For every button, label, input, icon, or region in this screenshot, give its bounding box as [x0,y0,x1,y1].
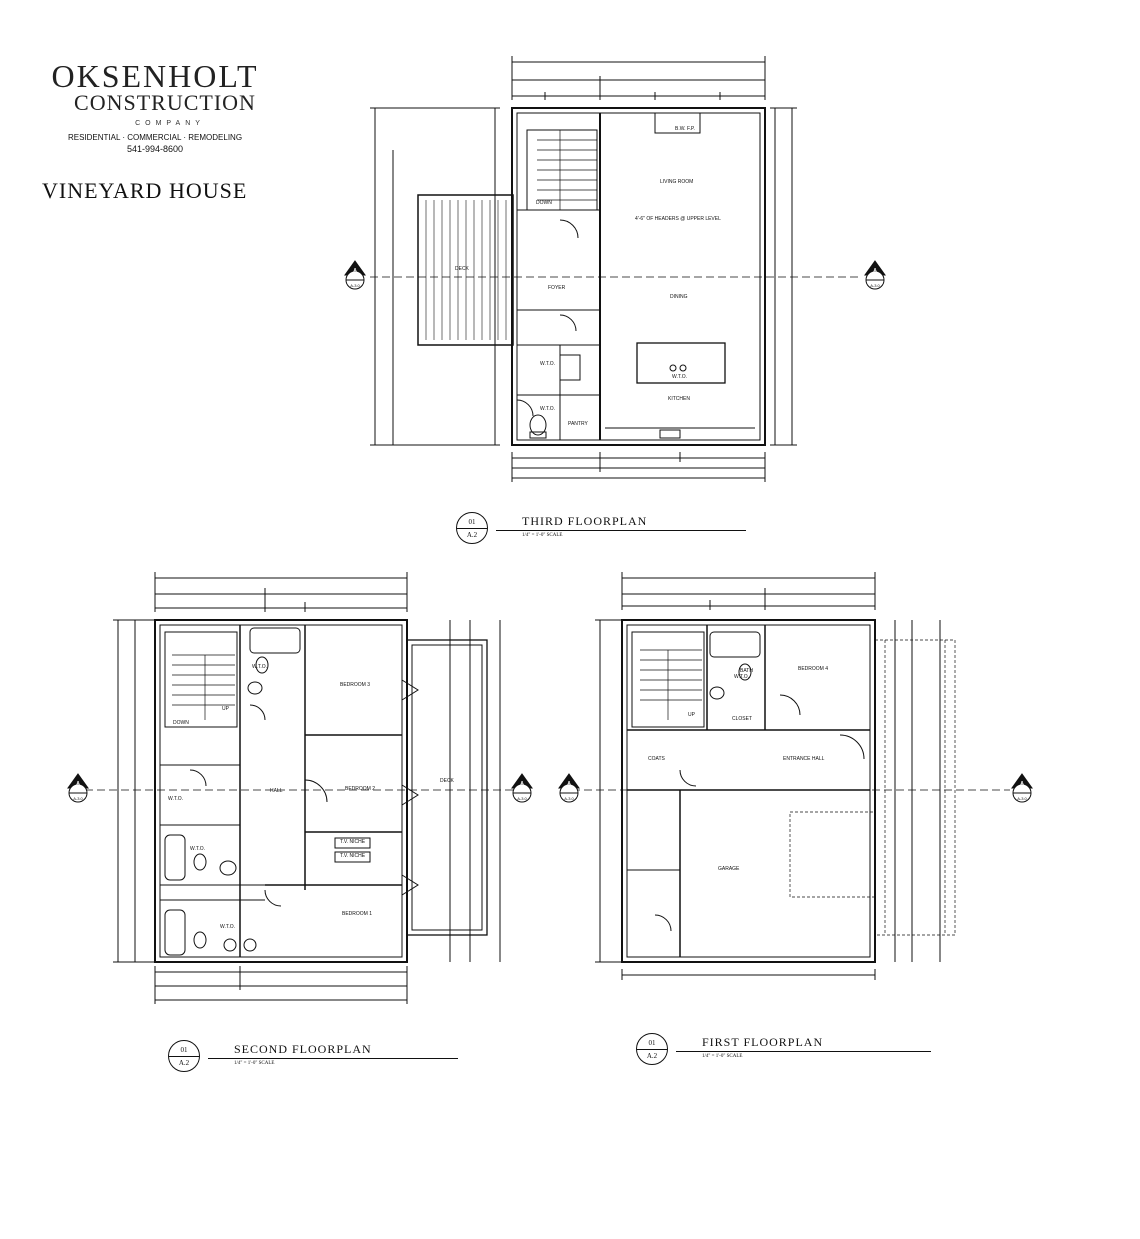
svg-text:W.T.O.: W.T.O. [540,406,555,412]
logo-line-2: CONSTRUCTION [74,90,256,115]
svg-text:B.W. F.P.: B.W. F.P. [675,126,695,132]
svg-text:LIVING ROOM: LIVING ROOM [660,179,693,185]
services-text: RESIDENTIAL · COMMERCIAL · REMODELING [67,133,243,142]
svg-text:BEDROOM 1: BEDROOM 1 [342,911,372,917]
svg-text:DOWN: DOWN [173,720,189,726]
svg-text:A: A [353,268,357,274]
second-floorplan-title: SECOND FLOORPLAN [234,1042,372,1056]
svg-text:UP: UP [222,706,230,712]
svg-text:W.T.O.: W.T.O. [734,674,749,680]
logo-line-3: COMPANY [135,120,205,127]
svg-text:T.V. NICHE: T.V. NICHE [340,839,366,845]
svg-text:A-3.0: A-3.0 [870,283,880,288]
svg-text:PANTRY: PANTRY [568,421,588,427]
svg-text:DECK: DECK [455,266,470,272]
svg-text:A-3.0: A-3.0 [564,796,574,801]
svg-text:ENTRANCE HALL: ENTRANCE HALL [783,756,825,762]
second-detail-number: 01 [180,1046,188,1054]
svg-text:BEDROOM 3: BEDROOM 3 [340,682,370,688]
first-sheet-number: A.2 [646,1052,658,1060]
first-detail-bubble: 01 A.2 [636,1033,668,1065]
svg-text:W.T.O.: W.T.O. [168,796,183,802]
svg-text:BATH: BATH [740,668,753,674]
project-title: VINEYARD HOUSE [42,178,248,203]
first-detail-number: 01 [648,1039,656,1047]
svg-text:BEDROOM 4: BEDROOM 4 [798,666,828,672]
svg-text:A: A [76,781,80,787]
svg-text:A: A [567,781,571,787]
svg-text:W.T.O.: W.T.O. [190,846,205,852]
svg-text:W.T.O.: W.T.O. [672,374,687,380]
third-detail-bubble: 01 A.2 [456,512,488,544]
svg-text:CLOSET: CLOSET [732,716,752,722]
svg-text:BEDROOM 2: BEDROOM 2 [345,786,375,792]
svg-text:GARAGE: GARAGE [718,866,740,872]
svg-text:UP: UP [688,712,696,718]
svg-text:FOYER: FOYER [548,285,566,291]
section-markers [67,260,1033,803]
third-floorplan-title: THIRD FLOORPLAN [522,514,648,528]
svg-text:A-3.0: A-3.0 [73,796,83,801]
third-detail-number: 01 [468,518,476,526]
svg-text:DOWN: DOWN [536,200,552,206]
svg-text:W.T.O.: W.T.O. [540,361,555,367]
svg-text:COATS: COATS [648,756,666,762]
svg-text:W.T.O.: W.T.O. [252,664,267,670]
third-floor-plan [370,56,860,482]
svg-text:A: A [1020,781,1024,787]
svg-text:A: A [520,781,524,787]
svg-text:DINING: DINING [670,294,688,300]
svg-text:4'-6" OF HEADERS @ UPPER LEVEL: 4'-6" OF HEADERS @ UPPER LEVEL [635,216,721,222]
svg-text:KITCHEN: KITCHEN [668,396,690,402]
third-sheet-number: A.2 [466,531,478,539]
second-scale-note: 1/4" = 1'-0" SCALE [234,1061,275,1066]
svg-text:T.V. NICHE: T.V. NICHE [340,853,366,859]
svg-text:A: A [873,268,877,274]
svg-text:A-3.0: A-3.0 [517,796,527,801]
logo-line-1: OKSENHOLT [51,58,259,94]
svg-text:W.T.O.: W.T.O. [220,924,235,930]
third-scale-note: 1/4" = 1'-0" SCALE [522,533,563,538]
svg-text:A-3.0: A-3.0 [350,283,360,288]
first-floorplan-title: FIRST FLOORPLAN [702,1035,824,1049]
svg-text:HALL: HALL [270,788,283,794]
first-scale-note: 1/4" = 1'-0" SCALE [702,1054,743,1059]
svg-text:DECK: DECK [440,778,455,784]
svg-text:A-3.0: A-3.0 [1017,796,1027,801]
first-floor-plan [560,572,1010,980]
second-floor-plan [85,572,520,1004]
second-detail-bubble: 01 A.2 [168,1040,200,1072]
company-logo: OKSENHOLT CONSTRUCTION COMPANY RESIDENTI… [40,60,270,154]
second-sheet-number: A.2 [178,1059,190,1067]
phone-text: 541-994-8600 [126,144,184,154]
